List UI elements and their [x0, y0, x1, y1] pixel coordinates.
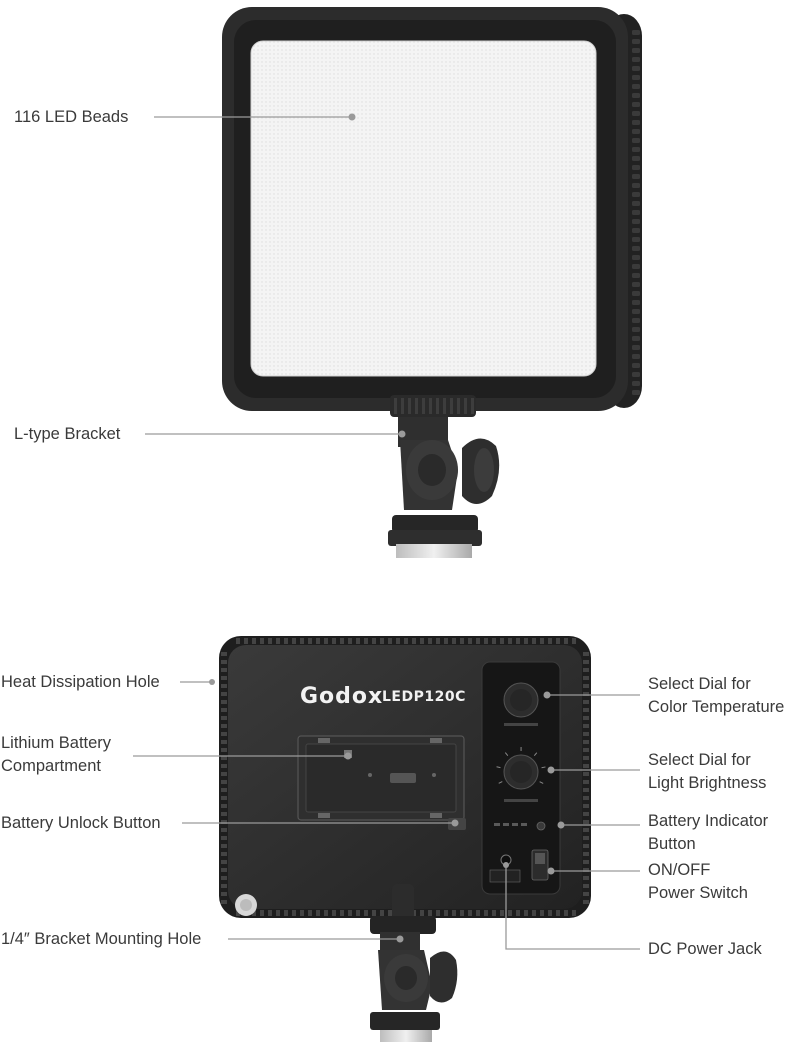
heat-dissipation-holes	[221, 638, 589, 916]
brand-logo: Godox	[300, 684, 384, 709]
front-l-bracket	[388, 395, 500, 558]
front-led-panel	[222, 7, 642, 411]
label-power-switch-line2: Power Switch	[648, 884, 748, 902]
model-name: LEDP120C	[382, 689, 466, 705]
label-battery-compartment-line1: Lithium Battery	[1, 734, 112, 752]
label-power-switch-line1: ON/OFF	[648, 861, 711, 879]
battery-indicator-button[interactable]	[536, 821, 546, 831]
led-diffuser-panel	[251, 41, 596, 376]
label-battery-compartment-line2: Compartment	[1, 757, 101, 775]
back-l-bracket	[370, 884, 458, 1042]
label-color-dial-line1: Select Dial for	[648, 675, 751, 693]
back-housing	[219, 636, 591, 918]
label-l-type-bracket: L-type Bracket	[14, 425, 121, 443]
label-led-beads: 116 LED Beads	[14, 108, 129, 126]
label-heat-dissipation-hole: Heat Dissipation Hole	[1, 673, 160, 691]
label-dc-power-jack: DC Power Jack	[648, 940, 762, 958]
leader-endpoints	[209, 113, 565, 943]
leader-lines	[133, 116, 640, 950]
label-brightness-dial-line2: Light Brightness	[648, 774, 767, 792]
label-battery-indicator-line2: Button	[648, 835, 696, 853]
leader-dc-jack	[505, 865, 640, 950]
label-color-dial-line2: Color Temperature	[648, 698, 785, 716]
front-side-ribs	[632, 30, 640, 395]
label-battery-unlock-button: Battery Unlock Button	[1, 814, 161, 832]
label-brightness-dial-line1: Select Dial for	[648, 751, 751, 769]
label-battery-indicator-line1: Battery Indicator	[648, 812, 769, 830]
battery-level-leds	[494, 823, 527, 826]
label-bracket-mounting-hole: 1/4″ Bracket Mounting Hole	[1, 930, 202, 948]
